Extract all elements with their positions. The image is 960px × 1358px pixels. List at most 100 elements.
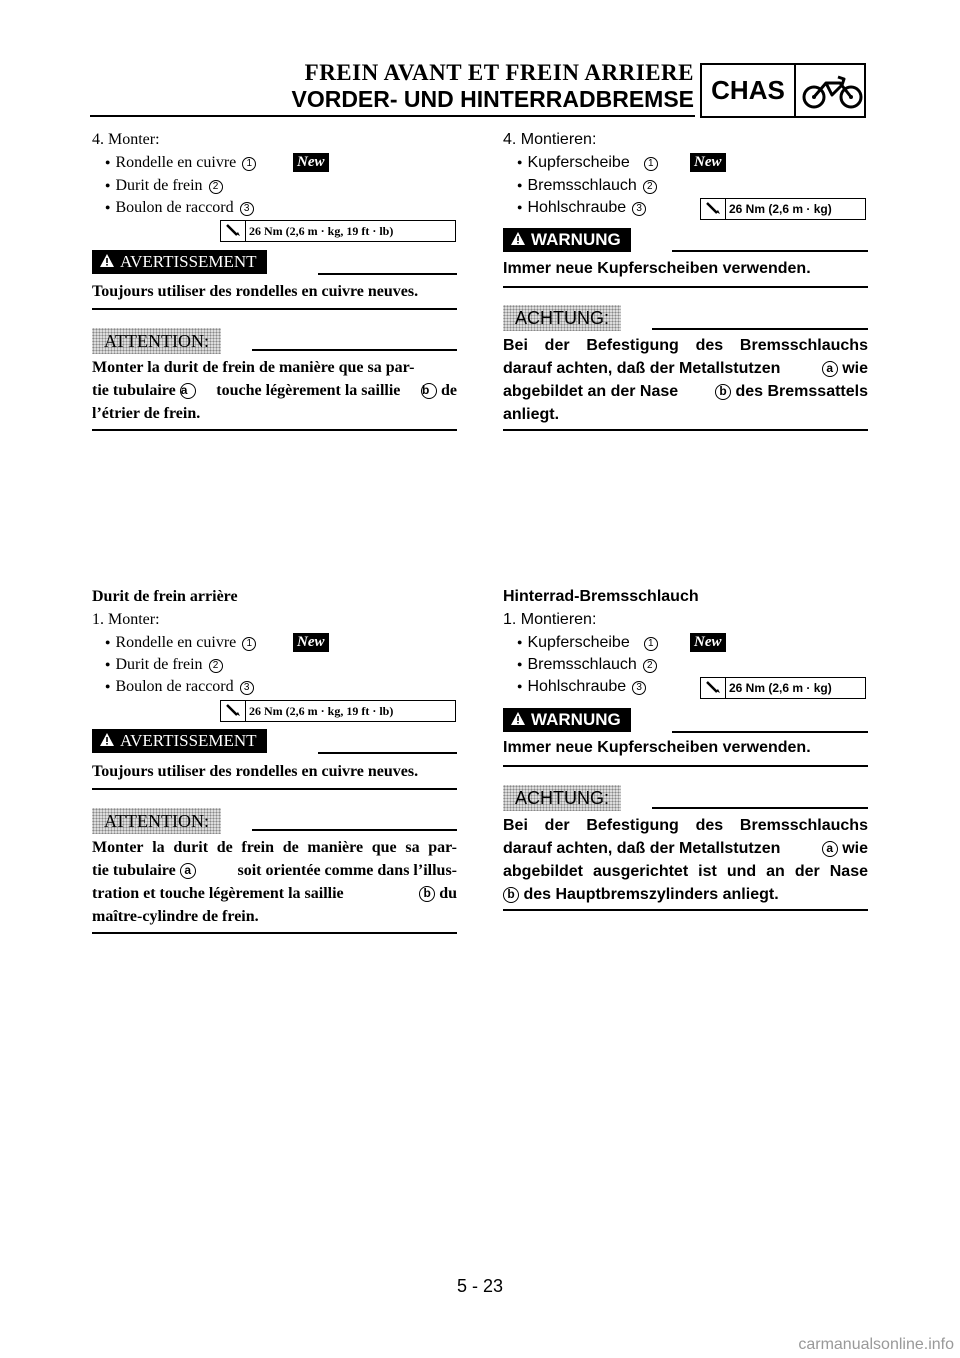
rule	[318, 752, 457, 754]
item-label: Boulon de raccord	[115, 199, 234, 216]
new-badge: New	[690, 633, 726, 652]
header-title-fr: FREIN AVANT ET FREIN ARRIERE	[304, 60, 694, 85]
torque-wrench-icon	[701, 199, 726, 219]
torque-spec: 26 Nm (2,6 m · kg, 19 ft · lb)	[220, 700, 456, 722]
motorcycle-icon	[802, 75, 863, 109]
callout-letter: a	[179, 863, 196, 879]
warning-icon	[511, 708, 525, 732]
attention-line: tie tubulaire a soit orientée comme dans …	[92, 859, 457, 882]
attention-line: b des Hauptbremszylinders anliegt.	[503, 883, 868, 906]
attention-line: maître-cylindre de frein.	[92, 908, 259, 925]
torque-spec: 26 Nm (2,6 m · kg, 19 ft · lb)	[220, 220, 456, 242]
item-label: Kupferscheibe	[527, 154, 630, 171]
warning-badge: WARNUNG	[503, 708, 631, 732]
text-run: du	[439, 885, 457, 902]
torque-value: 26 Nm (2,6 m · kg)	[729, 202, 832, 216]
warning-text: Immer neue Kupferscheiben verwenden.	[503, 260, 811, 277]
item-label: Rondelle en cuivre	[115, 634, 237, 651]
attention-badge: ATTENTION:	[92, 808, 221, 834]
attention-line: anliegt.	[503, 406, 560, 423]
callout-letter: b	[419, 886, 436, 902]
callout-number: 1	[643, 637, 658, 651]
rule	[318, 273, 457, 275]
attention-text: Monter la durit de frein de manière que …	[92, 356, 457, 425]
rule	[503, 765, 868, 767]
section-label: CHAS	[711, 75, 785, 105]
watermark: carmanualsonline.info	[798, 1336, 954, 1353]
fr-section-title: Durit de frein arrière	[92, 588, 238, 605]
callout-number: 3	[239, 202, 254, 216]
attention-badge: ACHTUNG:	[503, 305, 621, 331]
torque-wrench-icon	[701, 678, 726, 698]
callout-letter: b	[503, 887, 519, 903]
rule	[252, 349, 457, 351]
warning-label: AVERTISSEMENT	[120, 252, 257, 271]
attention-line: tration et touche légèrement la saillie b…	[92, 882, 457, 905]
fr-step-4: 4. Monter:	[92, 131, 160, 148]
callout-letter: a	[179, 383, 196, 399]
rule	[92, 788, 457, 790]
text-run: wie	[842, 360, 868, 377]
new-badge: New	[293, 153, 329, 172]
torque-value: 26 Nm (2,6 m · kg, 19 ft · lb)	[249, 704, 394, 718]
warning-icon	[100, 729, 114, 753]
text-run: tie tubulaire	[92, 862, 176, 879]
torque-value: 26 Nm (2,6 m · kg, 19 ft · lb)	[249, 224, 394, 238]
callout-letter: a	[821, 361, 838, 377]
header-title-de: VORDER- UND HINTERRADBREMSE	[291, 86, 694, 112]
warning-text: Toujours utiliser des rondelles en cuivr…	[92, 763, 419, 780]
attention-badge: ACHTUNG:	[503, 785, 621, 811]
rule	[652, 807, 868, 809]
warning-badge: AVERTISSEMENT	[92, 250, 267, 274]
attention-line: abgebildet ausgerichtet ist und an der N…	[503, 863, 868, 880]
attention-line: Monter la durit de frein de manière que …	[92, 359, 415, 376]
item-label: Boulon de raccord	[115, 678, 234, 695]
warning-label: WARNUNG	[531, 230, 621, 249]
callout-number: 1	[643, 157, 658, 171]
warning-text: Toujours utiliser des rondelles en cuivr…	[92, 283, 419, 300]
section-badge: CHAS	[700, 63, 866, 118]
attention-line: l’étrier de frein.	[92, 405, 201, 422]
text-run: soit orientée comme dans l’illus-	[237, 862, 457, 879]
rule	[652, 328, 868, 330]
item-label: Durit de frein	[115, 656, 203, 673]
torque-wrench-icon	[221, 221, 246, 241]
warning-label: WARNUNG	[531, 710, 621, 729]
item-label: Durit de frein	[115, 177, 203, 194]
torque-spec: 26 Nm (2,6 m · kg)	[700, 677, 866, 699]
de-step-1: 1. Montieren:	[503, 611, 597, 628]
page-number: 5 - 23	[456, 1276, 504, 1296]
header-rule	[90, 115, 695, 117]
item-label: Rondelle en cuivre	[115, 154, 237, 171]
callout-number: 3	[632, 202, 647, 216]
item-label: Bremsschlauch	[527, 177, 637, 194]
callout-number: 3	[632, 681, 647, 695]
text-run: darauf achten, daß der Metallstutzen	[503, 840, 781, 857]
attention-badge: ATTENTION:	[92, 328, 221, 354]
text-run: de	[441, 382, 457, 399]
text-run: abgebildet an der Nase	[503, 383, 679, 400]
rule	[92, 308, 457, 310]
text-run: tration et touche légèrement la saillie	[92, 885, 344, 902]
callout-letter: a	[821, 841, 838, 857]
de-step-4: 4. Montieren:	[503, 131, 597, 148]
warning-badge: WARNUNG	[503, 228, 631, 252]
de-section-title: Hinterrad-Bremsschlauch	[503, 588, 699, 605]
